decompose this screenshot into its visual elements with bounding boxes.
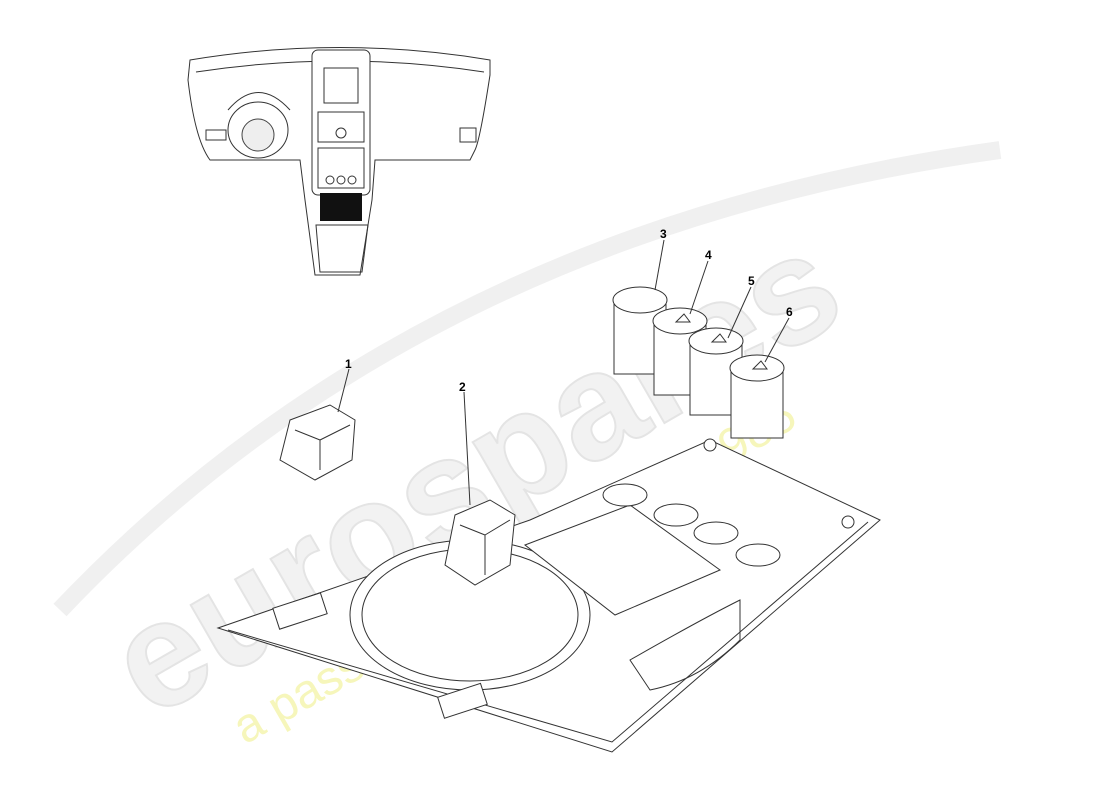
callout-1[interactable]: 1 [345,357,352,371]
switch-part-1[interactable] [279,404,356,481]
watermark-swoosh [53,141,1002,617]
switch-button-part-5[interactable] [688,327,744,416]
callout-4[interactable]: 4 [705,248,712,262]
callout-3[interactable]: 3 [660,227,667,241]
switch-part-2[interactable] [444,499,516,586]
dashboard-overview [187,47,491,276]
console-plate [216,438,881,753]
callout-2[interactable]: 2 [459,380,466,394]
callout-6[interactable]: 6 [786,305,793,319]
switch-button-part-6[interactable] [729,354,785,439]
callout-5[interactable]: 5 [748,274,755,288]
callouts: 1 2 3 4 5 6 [337,227,793,506]
